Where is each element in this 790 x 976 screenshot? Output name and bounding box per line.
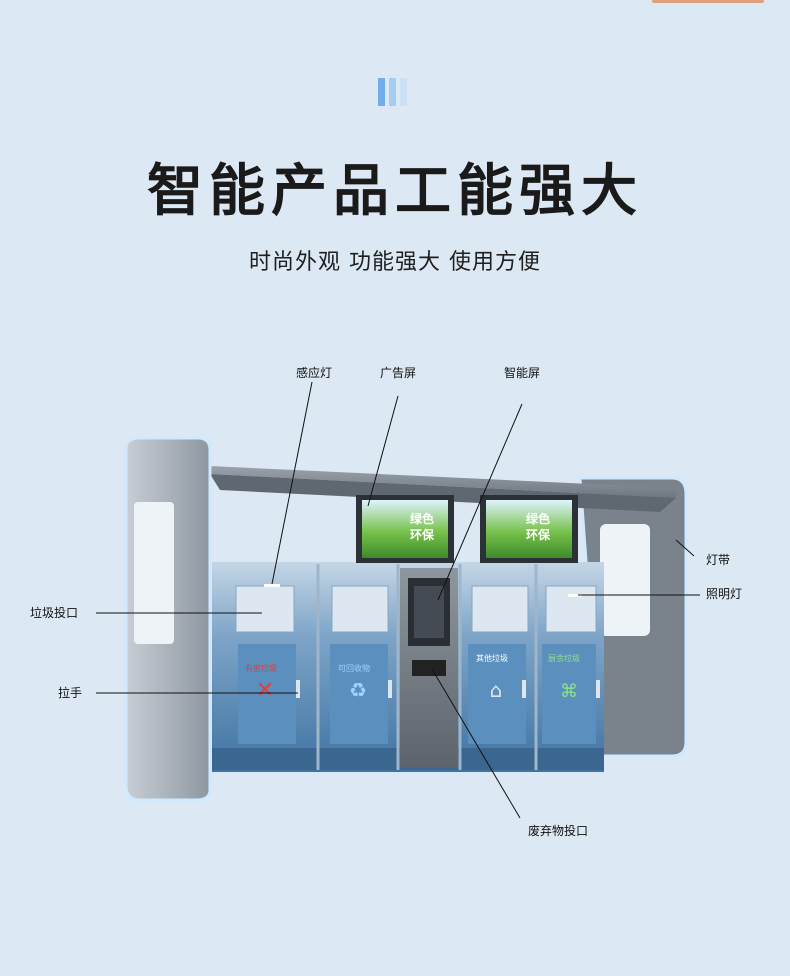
callout-lighting: 照明灯	[706, 587, 743, 601]
page-subtitle: 时尚外观 功能强大 使用方便	[249, 250, 541, 275]
ad-screen-text-2: 环保	[410, 528, 435, 542]
svg-text:⌘: ⌘	[560, 681, 578, 702]
page-title: 智能产品工能强大	[147, 159, 643, 224]
callout-ad-screen: 广告屏	[380, 366, 417, 380]
svg-text:✕: ✕	[256, 678, 274, 703]
svg-text:⌂: ⌂	[490, 678, 503, 702]
top-decor-bar	[652, 0, 764, 3]
callout-smart-screen: 智能屏	[504, 366, 541, 380]
callout-trash-inlet: 垃圾投口	[30, 606, 79, 620]
svg-text:♻: ♻	[349, 678, 367, 702]
bin-label-other: 其他垃圾	[476, 654, 508, 663]
callout-light-strip: 灯带	[706, 553, 731, 567]
callout-waste-inlet: 废弃物投口	[528, 824, 589, 838]
smart-screen-text-1: 绿色	[526, 512, 551, 526]
bin-label-kitchen: 厨余垃圾	[548, 654, 580, 663]
bin-label-recyclable: 可回收物	[338, 664, 370, 673]
callout-handle: 拉手	[58, 686, 83, 700]
bin-label-hazardous: 有害垃圾	[245, 664, 277, 673]
accent-bars-icon	[378, 78, 412, 106]
smart-screen-text-2: 环保	[526, 528, 551, 542]
ad-screen-text-1: 绿色	[410, 512, 435, 526]
callout-sensor-light: 感应灯	[296, 366, 333, 380]
